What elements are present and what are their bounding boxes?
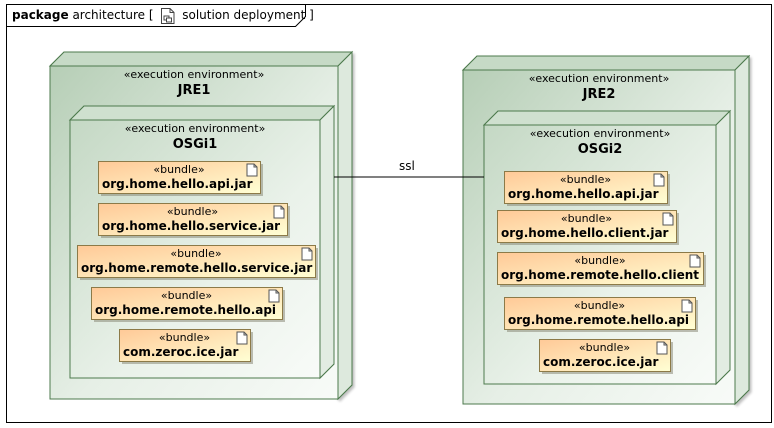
bracket-open: [ [148, 8, 154, 22]
bundle-box [504, 297, 698, 332]
bundle-name: org.home.remote.hello.api [95, 303, 277, 317]
package-frame-tab [6, 4, 306, 27]
jre1-label: «execution environment» JRE1 [50, 68, 338, 98]
diagram-name: solution deployment [182, 8, 306, 22]
artifact-document-icon [681, 299, 693, 313]
bundle-name: org.home.hello.client.jar [501, 226, 669, 240]
package-name: architecture [72, 8, 146, 22]
artifact-document-icon [246, 163, 258, 177]
jre2-stereotype: «execution environment» [528, 72, 670, 85]
bundle-shapes [77, 161, 706, 374]
bundle-osgi2-2[interactable]: «bundle» org.home.hello.client.jar [497, 210, 676, 242]
bundle-box [77, 245, 318, 280]
bundle-name: com.zeroc.ice.jar [123, 345, 239, 359]
jre2-label: «execution environment» JRE2 [463, 72, 735, 102]
bundle-name: org.home.remote.hello.client [501, 268, 700, 282]
osgi1-name: OSGi1 [172, 137, 218, 152]
osgi2-label: «execution environment» OSGi2 [484, 127, 716, 157]
bracket-close: ] [309, 8, 314, 22]
osgi1-label: «execution environment» OSGi1 [70, 122, 320, 152]
bundle-name: org.home.hello.api.jar [102, 177, 253, 191]
artifact-document-icon [273, 205, 285, 219]
osgi2-stereotype: «execution environment» [529, 127, 671, 140]
bundle-stereotype: «bundle» [158, 331, 211, 344]
bundle-stereotype: «bundle» [153, 163, 205, 176]
artifact-document-icon [656, 341, 668, 355]
bundle-osgi2-1[interactable]: «bundle» org.home.hello.api.jar [504, 171, 667, 203]
bundle-name: com.zeroc.ice.jar [543, 355, 659, 369]
bundle-stereotype: «bundle» [574, 254, 626, 267]
bundle-box [539, 339, 673, 374]
artifact-document-icon [653, 173, 665, 187]
bundle-osgi2-5[interactable]: «bundle» com.zeroc.ice.jar [539, 339, 670, 371]
bundle-box [497, 252, 706, 287]
ssl-connector-label: ssl [399, 159, 415, 173]
bundle-stereotype: «bundle» [573, 299, 626, 312]
bundle-osgi1-1[interactable]: «bundle» org.home.hello.api.jar [98, 161, 260, 193]
jre1-name: JRE1 [177, 83, 211, 98]
artifact-document-icon [662, 212, 674, 226]
osgi2-name: OSGi2 [577, 142, 623, 157]
bundle-name: org.home.remote.hello.api [508, 313, 690, 327]
bundle-box [497, 210, 679, 245]
bundle-stereotype: «bundle» [170, 247, 222, 260]
artifact-document-icon [689, 254, 701, 268]
bundle-osgi1-2[interactable]: «bundle» org.home.hello.service.jar [98, 203, 287, 235]
bundle-osgi2-4[interactable]: «bundle» org.home.remote.hello.api [504, 297, 695, 329]
bundle-box [98, 203, 290, 238]
bundle-name: org.home.hello.api.jar [508, 187, 659, 201]
bundle-name: org.home.remote.hello.service.jar [81, 261, 313, 275]
package-frame-header: package architecture [ solution deployme… [6, 4, 314, 26]
bundle-stereotype: «bundle» [166, 205, 219, 218]
artifact-document-icon [268, 289, 280, 303]
package-keyword: package [12, 8, 69, 22]
bundle-stereotype: «bundle» [160, 289, 213, 302]
jre2-name: JRE2 [582, 87, 616, 102]
bundle-box [91, 287, 285, 322]
jre1-stereotype: «execution environment» [123, 68, 265, 81]
bundle-box [98, 161, 263, 196]
bundle-name: org.home.hello.service.jar [102, 219, 281, 233]
artifact-document-icon [301, 247, 313, 261]
bundle-stereotype: «bundle» [578, 341, 631, 354]
bundle-osgi1-4[interactable]: «bundle» org.home.remote.hello.api [91, 287, 282, 319]
bundle-osgi1-5[interactable]: «bundle» com.zeroc.ice.jar [119, 329, 250, 361]
bundle-box [119, 329, 253, 364]
bundle-stereotype: «bundle» [560, 212, 613, 225]
bundle-stereotype: «bundle» [559, 173, 612, 186]
diagram-document-icon [161, 7, 175, 24]
bundle-box [504, 171, 670, 206]
artifact-document-icon [236, 331, 248, 345]
osgi1-stereotype: «execution environment» [124, 122, 266, 135]
bundle-osgi2-3[interactable]: «bundle» org.home.remote.hello.client [497, 252, 703, 284]
bundle-osgi1-3[interactable]: «bundle» org.home.remote.hello.service.j… [77, 245, 315, 277]
